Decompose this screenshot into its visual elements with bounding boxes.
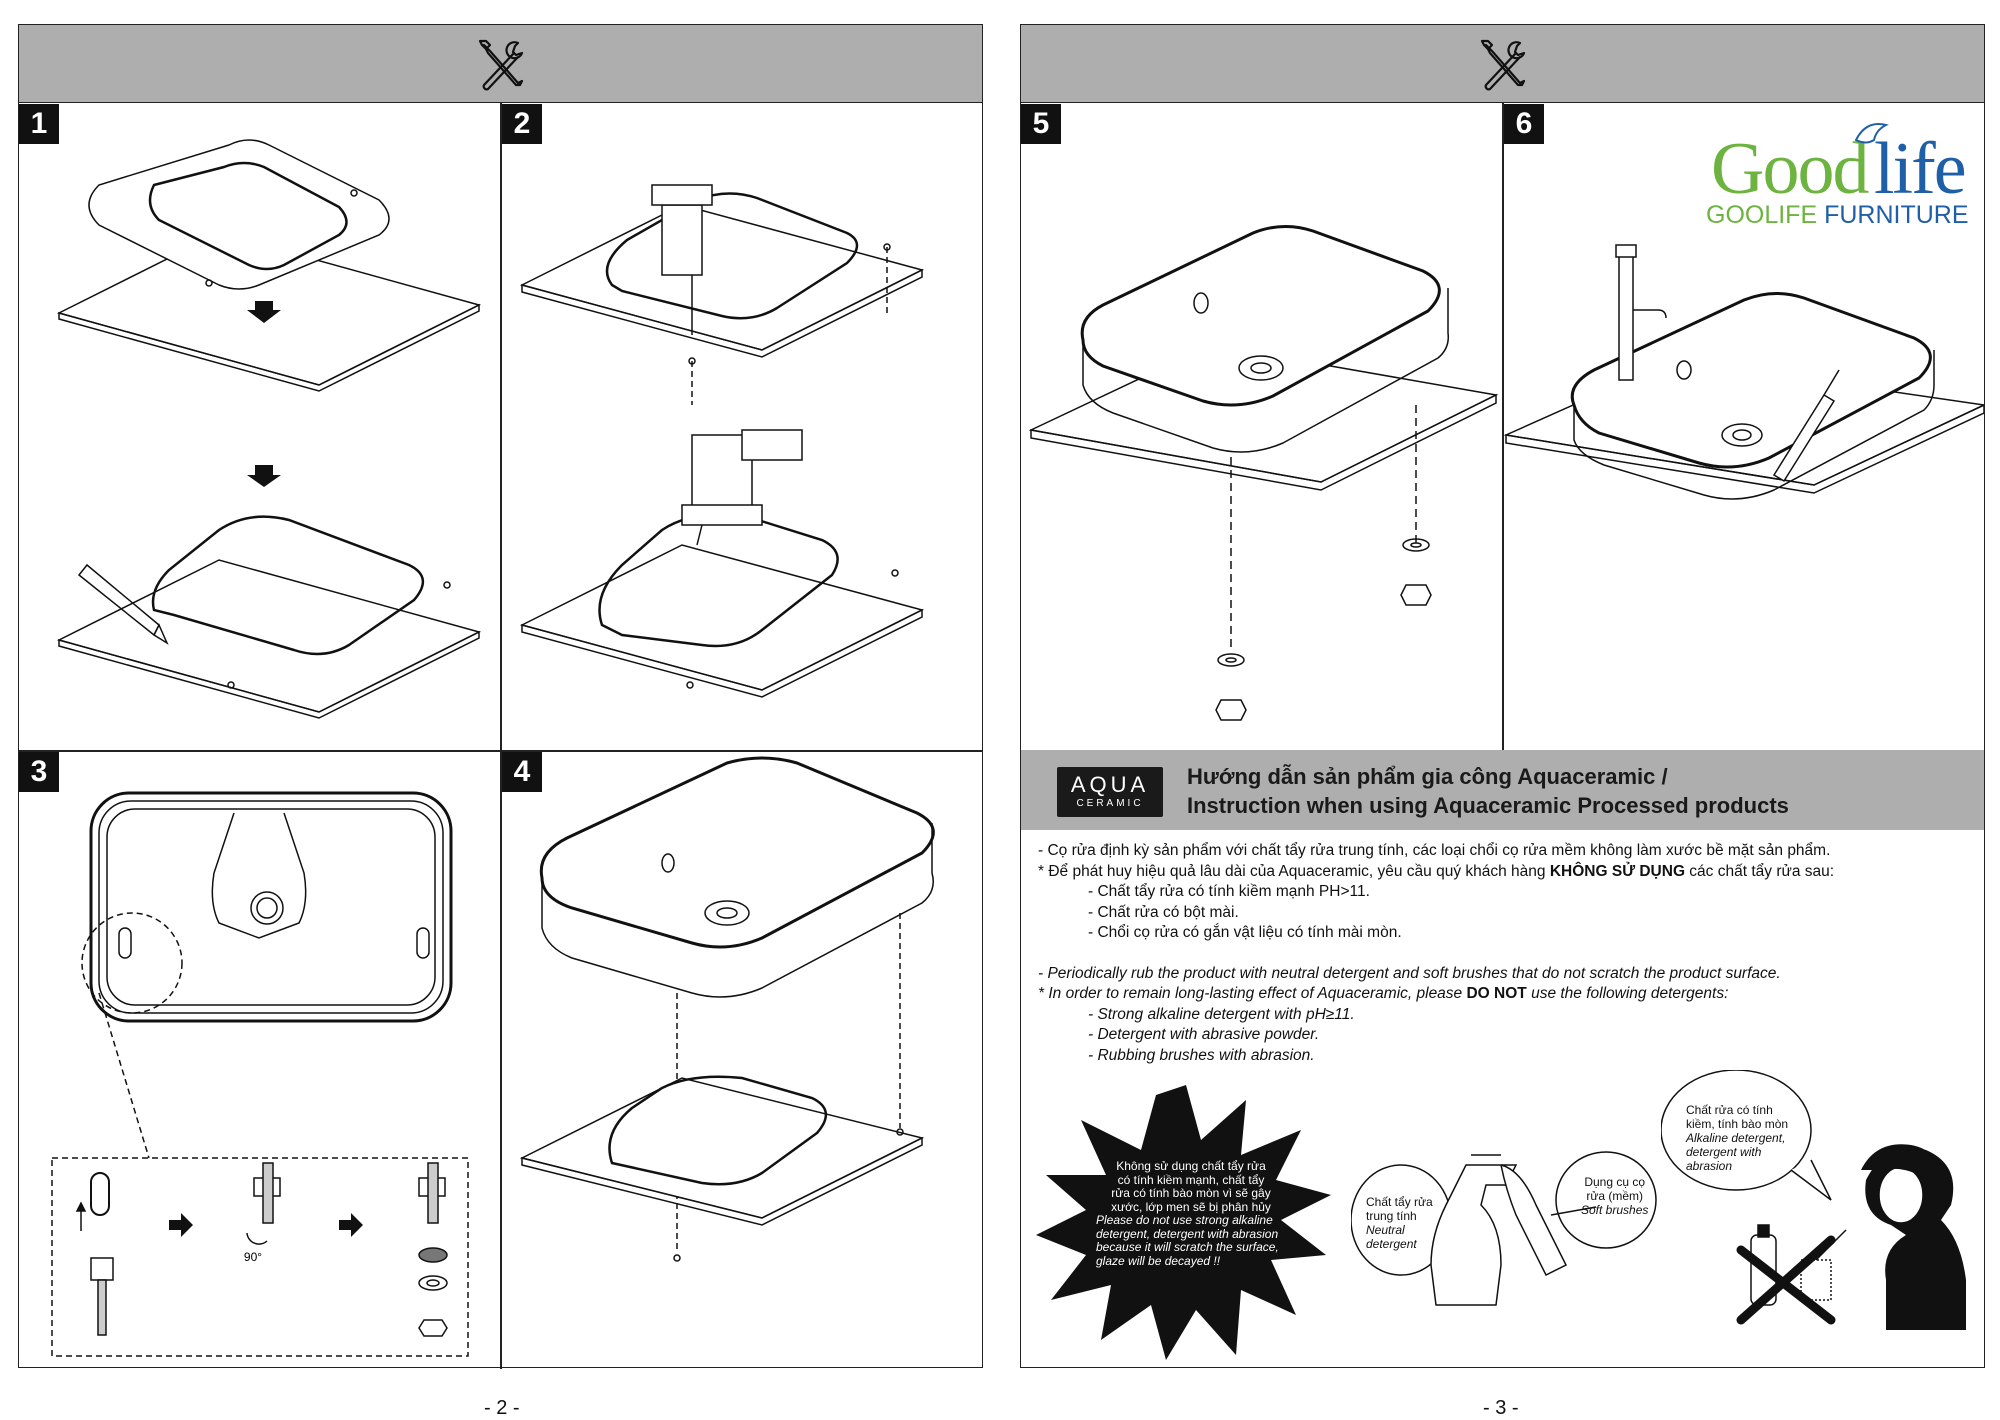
tools-header-bar: [19, 25, 982, 103]
brush-vi-line: Dụng cụ cọ: [1584, 1175, 1646, 1189]
alkaline-vi-line: Chất rửa có tính: [1686, 1103, 1773, 1117]
burst-en-line: detergent, detergent with abrasion: [1096, 1226, 1279, 1241]
tools-icon: [478, 39, 523, 91]
care-instructions: - Cọ rửa định kỳ sản phẩm với chất tẩy r…: [1038, 841, 1958, 1066]
burst-vi-line: rửa có tính bào mòn vì sẽ gây: [1111, 1186, 1271, 1200]
burst-vi-line: Không sử dụng chất tẩy rửa: [1116, 1159, 1266, 1173]
warning-burst-text: Không sử dụng chất tẩy rửa có tính kiềm …: [1071, 1159, 1311, 1268]
burst-vi-line: xước, lớp men sẽ bị phân hủy: [1111, 1199, 1271, 1214]
step-number-6: 6: [1504, 104, 1544, 144]
soft-brushes-label: Dụng cụ cọ rửa (mềm) Soft brushes: [1581, 1175, 1648, 1217]
grid-divider-vertical: [1502, 102, 1504, 750]
grid-divider-horizontal: [19, 750, 982, 752]
burst-en-line: glaze will be decayed !!: [1096, 1253, 1221, 1268]
alkaline-detergent-label: Chất rửa có tính kiềm, tính bào mòn Alka…: [1686, 1103, 1796, 1173]
rotation-angle-label: 90°: [244, 1250, 262, 1264]
en-item: - Detergent with abrasive powder.: [1088, 1026, 1320, 1043]
step-number-3: 3: [19, 752, 59, 792]
vi-item: - Chổi cọ rửa có gắn vật liệu có tính mà…: [1088, 924, 1402, 941]
warning-burst-icon: [1036, 1085, 1331, 1360]
en-item: - Strong alkaline detergent with pH≥11.: [1088, 1005, 1355, 1023]
vi-line-2: * Để phát huy hiệu quả lâu dài của Aquac…: [1038, 862, 1958, 883]
step-2-drill-saw-illustration: [519, 184, 925, 698]
brush-vi-line: rửa (mềm): [1586, 1189, 1644, 1203]
svg-text:Good: Good: [1711, 128, 1869, 205]
neutral-cleaning-illustration: [1351, 1151, 1657, 1306]
step-number-1: 1: [19, 104, 59, 144]
vi-line-2-pre: * Để phát huy hiệu quả lâu dài của Aquac…: [1038, 862, 1550, 880]
instruction-title-vi: Hướng dẫn sản phẩm gia công Aquaceramic …: [1187, 764, 1668, 789]
en-line-2-bold: DO NOT: [1466, 985, 1527, 1002]
goodlife-wordmark: Good life: [1711, 123, 1967, 210]
instruction-title: Hướng dẫn sản phẩm gia công Aquaceramic …: [1187, 762, 1789, 820]
aquaceramic-instruction-header: AQUA CERAMIC Hướng dẫn sản phẩm gia công…: [1021, 750, 1984, 830]
grid-divider-vertical: [500, 102, 502, 1369]
neutral-vi-line: trung tính: [1366, 1209, 1417, 1223]
vi-line-1: - Cọ rửa định kỳ sản phẩm với chất tẩy r…: [1038, 842, 1831, 859]
neutral-vi-line: Chất tẩy rửa: [1366, 1195, 1433, 1209]
aqua-logo-line2: CERAMIC: [1076, 798, 1144, 809]
step-1-template-illustration: [56, 139, 482, 719]
burst-vi-line: có tính kiềm mạnh, chất tẩy: [1117, 1172, 1265, 1187]
burst-en-line: because it will scratch the surface,: [1096, 1240, 1279, 1254]
burst-en-line: Please do not use strong alkaline: [1096, 1213, 1273, 1227]
vi-line-2-bold: KHÔNG SỬ DỤNG: [1549, 862, 1685, 880]
aqua-logo-line1: AQUA: [1070, 772, 1150, 797]
en-line-1: - Periodically rub the product with neut…: [1038, 964, 1781, 982]
en-line-2: * In order to remain long-lasting effect…: [1038, 984, 1958, 1005]
page-number: - 2 -: [484, 1397, 520, 1419]
alkaline-vi-line: kiềm, tính bào mòn: [1686, 1117, 1789, 1131]
logo-subtitle-goolife: GOOLIFE: [1706, 201, 1818, 229]
svg-text:life: life: [1874, 128, 1965, 205]
vi-item: - Chất tẩy rửa có tính kiềm mạnh PH>11.: [1088, 883, 1370, 900]
en-line-2-pre: * In order to remain long-lasting effect…: [1038, 985, 1467, 1002]
goodlife-logo: Good life GOOLIFE FURNITURE: [1706, 115, 1969, 245]
alkaline-en-line: abrasion: [1686, 1159, 1733, 1173]
en-item: - Rubbing brushes with abrasion.: [1088, 1046, 1315, 1064]
alkaline-en-line: detergent with: [1686, 1145, 1762, 1159]
vi-item: - Chất rửa có bột mài.: [1088, 903, 1239, 921]
en-line-2-post: use the following detergents:: [1526, 985, 1729, 1002]
neutral-en-line: detergent: [1366, 1237, 1417, 1251]
tools-icon: [1480, 39, 1525, 91]
instruction-title-en: Instruction when using Aquaceramic Proce…: [1187, 793, 1789, 818]
step-6-sealant-illustration: [1504, 244, 1984, 500]
neutral-detergent-label: Chất tẩy rửa trung tính Neutral detergen…: [1366, 1195, 1433, 1251]
step-5-fixing-bolts-illustration: [1028, 225, 1499, 721]
tools-header-bar: [1021, 25, 1984, 103]
aqua-ceramic-logo: AQUA CERAMIC: [1057, 767, 1163, 817]
logo-subtitle-furniture: FURNITURE: [1824, 201, 1969, 229]
step-3-bolt-assembly-illustration: 90°: [51, 791, 469, 1357]
page-number: - 3 -: [1483, 1397, 1519, 1419]
page-3: 5 6 Good life GOOLIFE FURNITURE: [1020, 24, 1985, 1419]
alkaline-warning-illustration: [1661, 1070, 1966, 1330]
step-4-mount-basin-illustration: [519, 756, 935, 1262]
brush-en-line: Soft brushes: [1581, 1203, 1649, 1217]
neutral-en-line: Neutral: [1366, 1223, 1405, 1237]
page-2: 1 2 3 4: [18, 24, 983, 1419]
step-number-5: 5: [1021, 104, 1061, 144]
step-number-4: 4: [502, 752, 542, 792]
vi-line-2-post: các chất tẩy rửa sau:: [1685, 862, 1835, 880]
alkaline-en-line: Alkaline detergent,: [1686, 1131, 1786, 1145]
goodlife-subtitle: GOOLIFE FURNITURE: [1706, 201, 1969, 230]
step-number-2: 2: [502, 104, 542, 144]
